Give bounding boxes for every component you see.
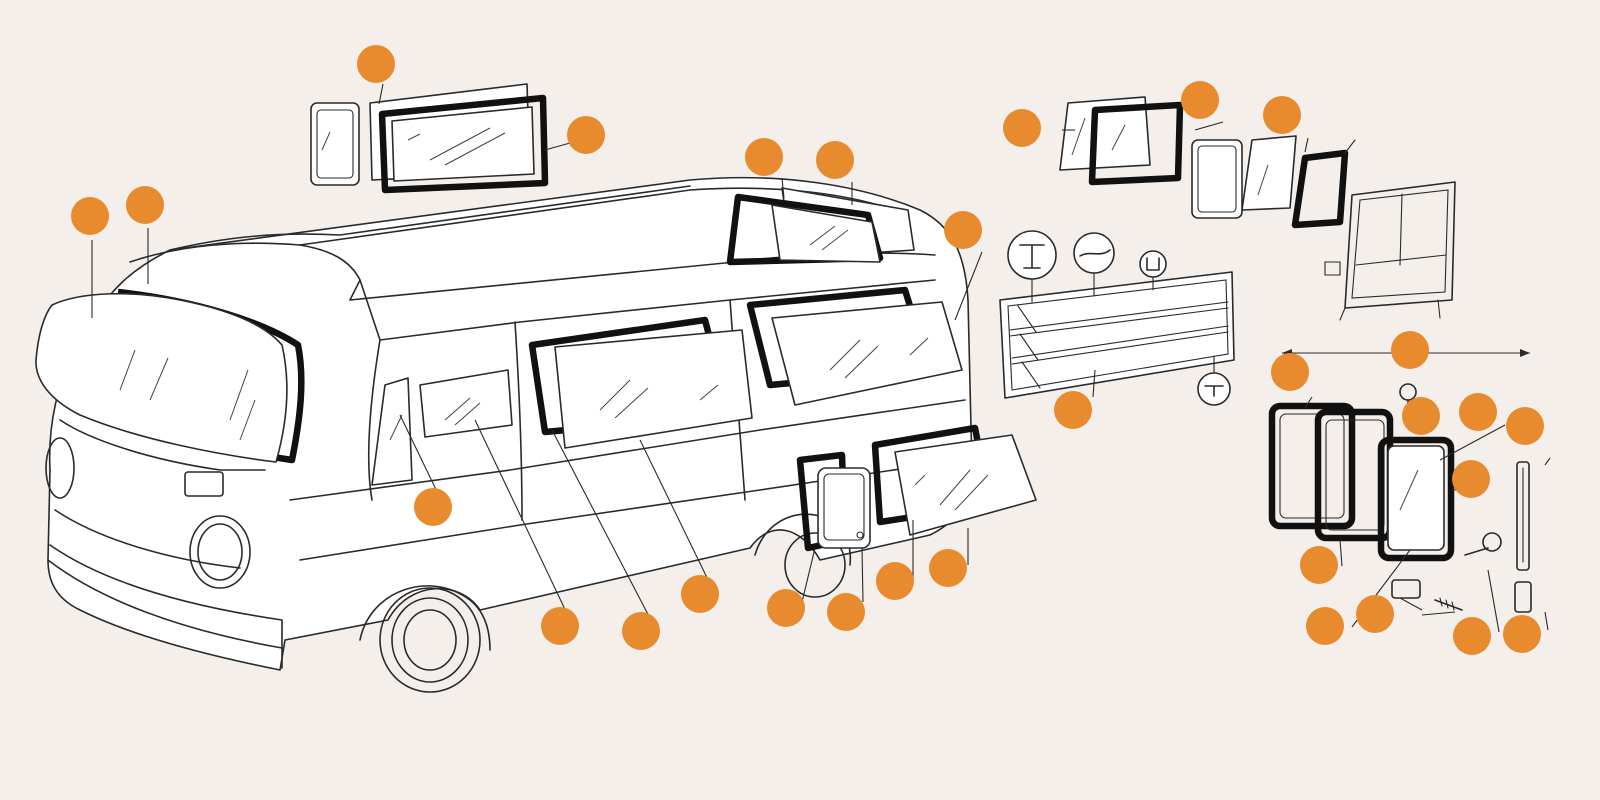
popout-window-parts: [1059, 96, 1456, 321]
hotspot-small-window-glass[interactable]: [827, 593, 865, 631]
leader-lines: [91, 83, 1551, 633]
rear-side-window: [746, 286, 963, 406]
hotspot-side-window-glass[interactable]: [681, 575, 719, 613]
hotspot-tailgate-glass[interactable]: [929, 549, 967, 587]
hotspot-popout-seal[interactable]: [1181, 81, 1219, 119]
hotspot-windshield[interactable]: [71, 197, 109, 235]
cab-door-glass: [419, 369, 513, 438]
hotspot-popout-inner-seal[interactable]: [1271, 353, 1309, 391]
hotspot-cab-door-glass[interactable]: [541, 607, 579, 645]
small-quarter-window: [796, 451, 871, 552]
hotspot-popout-fastener[interactable]: [1402, 397, 1440, 435]
hotspot-layer: [71, 45, 1544, 655]
windshield: [35, 288, 305, 464]
hotspot-popout-clip[interactable]: [1356, 595, 1394, 633]
hotspot-tailgate-seal[interactable]: [876, 562, 914, 600]
hotspot-top-seal[interactable]: [567, 116, 605, 154]
middle-side-window: [528, 316, 753, 449]
rear-top-window: [726, 187, 915, 266]
vent-wing: [371, 377, 413, 486]
roof-window-parts: [310, 83, 549, 194]
hotspot-windshield-seal[interactable]: [126, 186, 164, 224]
hotspot-front-vent-wing[interactable]: [414, 488, 452, 526]
hotspot-popout-width[interactable]: [1391, 331, 1429, 369]
hotspot-popout-latch[interactable]: [1453, 617, 1491, 655]
hotspot-rear-side-window[interactable]: [944, 211, 982, 249]
popout-kit: [1268, 349, 1532, 613]
louver-window: [999, 230, 1235, 406]
hotspot-popout-frame[interactable]: [1003, 109, 1041, 147]
hotspot-popout-channel[interactable]: [1503, 615, 1541, 653]
hotspot-small-window-frame[interactable]: [767, 589, 805, 627]
hotspot-rear-glass[interactable]: [816, 141, 854, 179]
hotspot-popout-glass[interactable]: [1263, 96, 1301, 134]
hotspot-vent-window-top[interactable]: [357, 45, 395, 83]
hotspot-louver-window[interactable]: [1054, 391, 1092, 429]
hotspot-popout-outer-seal[interactable]: [1459, 393, 1497, 431]
hotspot-side-window-seal[interactable]: [622, 612, 660, 650]
hotspot-popout-assembly[interactable]: [1306, 607, 1344, 645]
hotspot-popout-rail[interactable]: [1452, 460, 1490, 498]
hotspot-popout-pane[interactable]: [1506, 407, 1544, 445]
hotspot-rear-seal-left[interactable]: [745, 138, 783, 176]
hotspot-popout-lower-seal[interactable]: [1300, 546, 1338, 584]
tailgate-window: [871, 424, 1037, 536]
